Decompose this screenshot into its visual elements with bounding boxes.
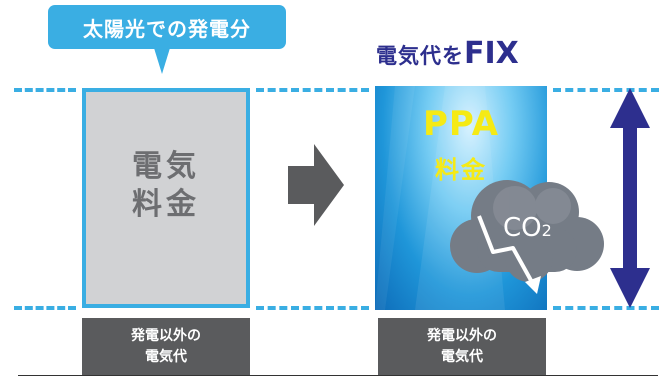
bottom-dashed-line-middle xyxy=(256,306,369,310)
baseline-rule xyxy=(18,375,658,376)
top-dashed-line-right xyxy=(553,88,659,92)
other-costs-box-right: 発電以外の 電気代 xyxy=(378,318,546,375)
top-dashed-line-middle xyxy=(256,88,369,92)
bottom-dashed-line-right xyxy=(553,306,659,310)
co2-subscript: 2 xyxy=(541,221,552,240)
fix-title-emphasis: FIX xyxy=(464,36,519,71)
ppa-title: PPA xyxy=(422,104,500,144)
fix-title-prefix: 電気代を xyxy=(376,44,464,68)
grid-label-line1: 電気 xyxy=(132,149,200,184)
grid-electricity-box xyxy=(82,88,250,308)
solar-generation-callout: 太陽光での発電分 xyxy=(48,5,286,49)
co2-base: CO xyxy=(503,213,542,243)
bottom-dashed-line-left xyxy=(14,306,76,310)
other-costs-right-line2: 電気代 xyxy=(441,348,483,365)
callout-tail xyxy=(154,48,170,74)
co2-label: CO2 xyxy=(503,213,552,243)
ppa-fee-box xyxy=(375,86,547,310)
top-dashed-line-left xyxy=(14,88,76,92)
other-costs-left-line1: 発電以外の xyxy=(131,327,201,344)
double-headed-vertical-arrow-icon xyxy=(610,88,650,308)
right-arrow-icon xyxy=(288,144,344,226)
co2-cloud-icon xyxy=(450,180,604,294)
grid-label-line2: 料金 xyxy=(132,187,200,222)
fix-electricity-title: 電気代をFIX xyxy=(376,36,519,71)
other-costs-box-left: 発電以外の 電気代 xyxy=(82,318,250,375)
other-costs-right-line1: 発電以外の xyxy=(427,327,497,344)
other-costs-left-line2: 電気代 xyxy=(145,348,187,365)
grid-electricity-label: 電気 料金 xyxy=(82,148,250,224)
ppa-subtitle: 料金 xyxy=(435,156,487,184)
